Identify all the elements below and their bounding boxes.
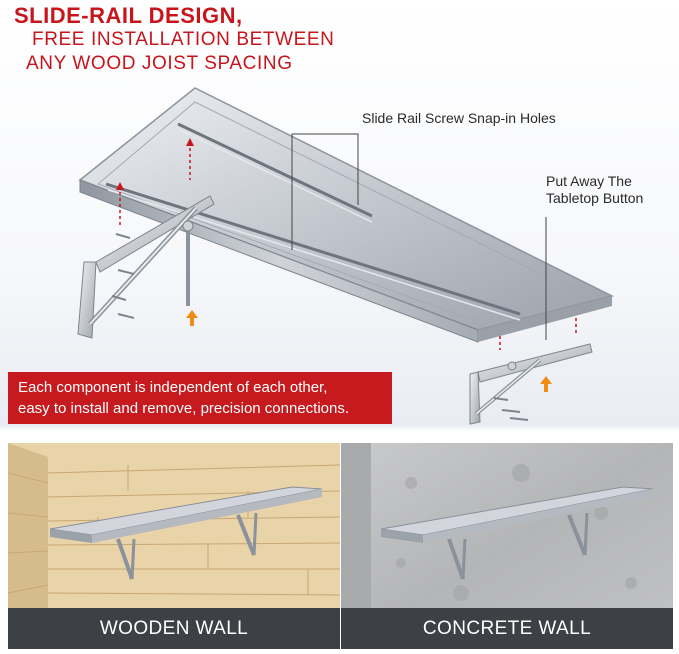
- wooden-wall-photo: WOODEN WALL: [8, 443, 340, 649]
- feature-banner: Each component is independent of each ot…: [8, 372, 392, 424]
- slide-rail-lower: [105, 182, 521, 316]
- up-arrow-right: [540, 376, 552, 392]
- callout-put-away-line-2: Tabletop Button: [546, 190, 644, 206]
- mounting-screws-left: [111, 233, 135, 319]
- concrete-wall-photo: CONCRETE WALL: [341, 443, 673, 649]
- callout-slide-rail-holes: Slide Rail Screw Snap-in Holes: [362, 110, 556, 126]
- headline-line-1: SLIDE-RAIL DESIGN,: [14, 3, 243, 28]
- folding-bracket-right: [469, 343, 593, 425]
- wooden-wall-label: WOODEN WALL: [8, 608, 340, 649]
- callout-put-away-line-1: Put Away The: [546, 173, 632, 189]
- headline: SLIDE-RAIL DESIGN, FREE INSTALLATION BET…: [14, 4, 434, 76]
- headline-line-3: ANY WOOD JOIST SPACING: [26, 53, 293, 74]
- up-arrow-left: [186, 310, 198, 326]
- shelf-exploded-view-illustration: [77, 87, 615, 425]
- feature-banner-line-2: easy to install and remove, precision co…: [18, 400, 350, 417]
- install-arrows: [119, 142, 577, 350]
- slide-rail-upper: [177, 122, 373, 218]
- feature-banner-line-1: Each component is independent of each ot…: [18, 379, 328, 396]
- callout-put-away-button: Put Away The Tabletop Button: [546, 173, 643, 207]
- concrete-wall-label: CONCRETE WALL: [341, 608, 673, 649]
- headline-line-2: FREE INSTALLATION BETWEEN: [32, 29, 335, 50]
- folding-bracket-left: [77, 195, 215, 339]
- mounting-screws-right: [493, 397, 529, 421]
